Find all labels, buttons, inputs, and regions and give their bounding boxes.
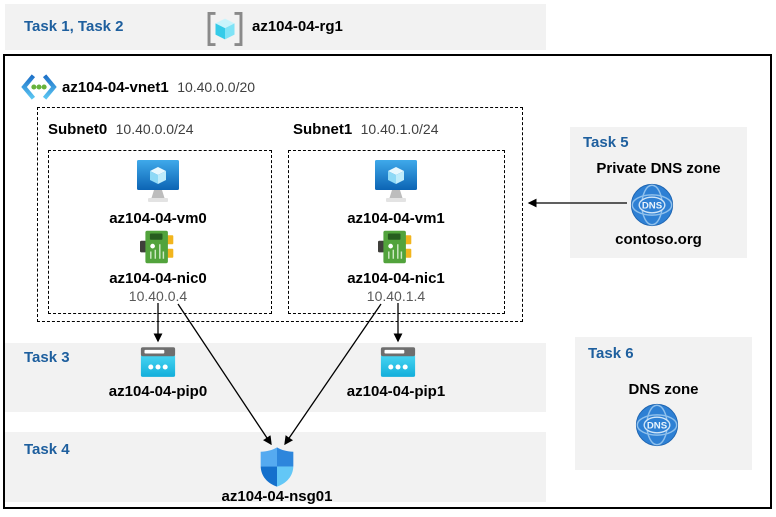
nic0-name: az104-04-nic0 xyxy=(109,270,207,287)
subnet0-label: Subnet0 10.40.0.0/24 xyxy=(48,121,194,139)
nic1-icon xyxy=(378,230,412,264)
pip1-icon xyxy=(380,347,416,377)
resource-group-name: az104-04-rg1 xyxy=(252,18,343,35)
pip0-icon xyxy=(140,347,176,377)
nic1-name: az104-04-nic1 xyxy=(347,270,445,287)
private-dns-zone-name: contoso.org xyxy=(615,231,702,248)
pip0-name: az104-04-pip0 xyxy=(108,383,208,400)
task5-label: Task 5 xyxy=(583,134,629,151)
dns-zone-icon: DNS xyxy=(635,403,679,447)
private-dns-zone-title: Private DNS zone xyxy=(596,160,721,177)
task4-label: Task 4 xyxy=(24,441,70,458)
resource-group-icon xyxy=(207,11,243,47)
task6-panel: Task 6 DNS zone DNS xyxy=(575,337,752,470)
vm1-icon xyxy=(375,160,417,202)
subnet1-dashed-box xyxy=(288,150,505,314)
subnet1-name: Subnet1 xyxy=(293,121,353,138)
vnet-icon xyxy=(21,74,57,100)
private-dns-icon-text: DNS xyxy=(642,201,663,212)
dns-zone-icon-text: DNS xyxy=(647,421,668,432)
dns-zone-title: DNS zone xyxy=(628,381,699,398)
vnet-label: az104-04-vnet1 10.40.0.0/20 xyxy=(62,79,255,97)
nic1-ip: 10.40.1.4 xyxy=(366,288,426,304)
subnet1-label: Subnet1 10.40.1.0/24 xyxy=(293,121,439,139)
vm0-name: az104-04-vm0 xyxy=(109,210,207,227)
vnet-cidr: 10.40.0.0/20 xyxy=(177,79,256,95)
vm0-icon xyxy=(137,160,179,202)
task3-label: Task 3 xyxy=(24,349,70,366)
nsg-name: az104-04-nsg01 xyxy=(221,488,333,505)
task12-label: Task 1, Task 2 xyxy=(24,18,124,35)
private-dns-zone-icon: DNS xyxy=(630,183,674,227)
pip1-name: az104-04-pip1 xyxy=(346,383,446,400)
nsg-icon xyxy=(260,447,294,487)
task6-label: Task 6 xyxy=(588,345,634,362)
subnet0-name: Subnet0 xyxy=(48,121,108,138)
vnet-name: az104-04-vnet1 xyxy=(62,79,169,96)
task3-band: Task 3 xyxy=(5,343,546,412)
subnet1-cidr: 10.40.1.0/24 xyxy=(360,121,439,137)
vnet-dashed-box xyxy=(37,107,523,322)
nic0-ip: 10.40.0.4 xyxy=(128,288,188,304)
nic0-icon xyxy=(140,230,174,264)
subnet0-cidr: 10.40.0.0/24 xyxy=(115,121,194,137)
task5-panel: Task 5 Private DNS zone DNS contoso.org xyxy=(570,127,747,258)
subnet0-dashed-box xyxy=(48,150,272,314)
header-band: Task 1, Task 2 az104-04-rg1 xyxy=(5,4,546,50)
vm1-name: az104-04-vm1 xyxy=(347,210,445,227)
